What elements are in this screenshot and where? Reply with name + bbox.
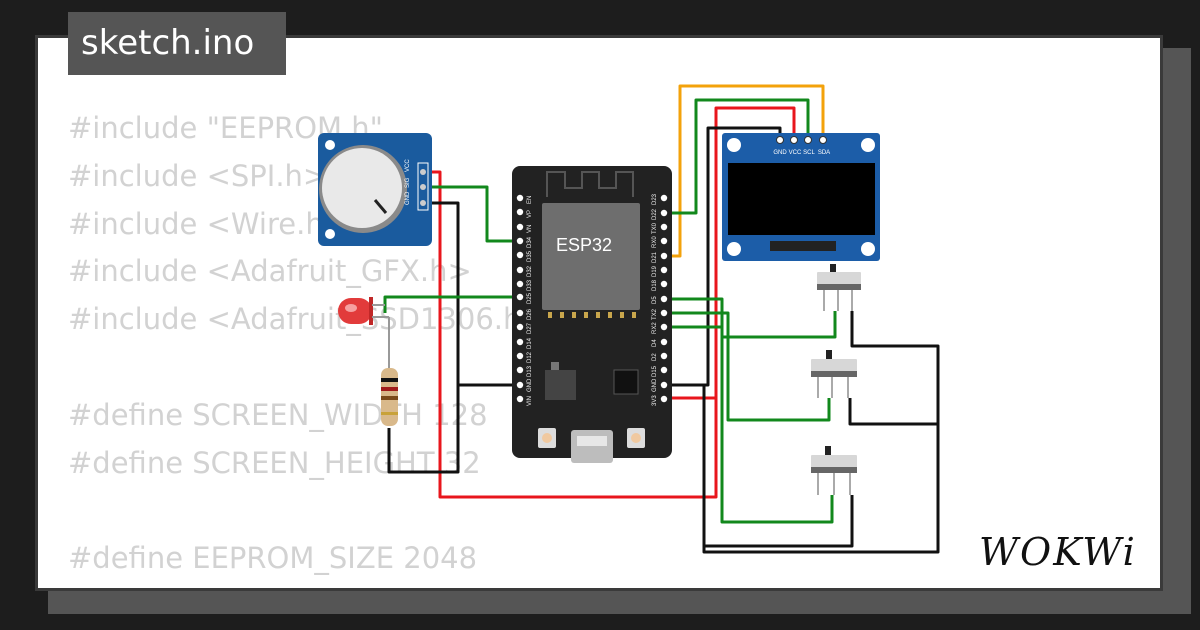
file-tab[interactable]: sketch.ino (68, 12, 286, 75)
oled-pin-label: SCL (803, 150, 815, 156)
potentiometer[interactable]: VCC SIG GND (318, 133, 432, 246)
code-line: #include <SPI.h> (68, 158, 328, 193)
wire-green-led (383, 295, 520, 313)
code-line: #define EEPROM_SIZE 2048 (68, 541, 478, 576)
wire-black-switch-gnd1 (666, 311, 940, 554)
file-tab-label: sketch.ino (81, 23, 255, 63)
wire-red-vcc (666, 106, 796, 400)
wire-orange-sda (666, 84, 825, 258)
esp32-pin-label: VN (527, 225, 533, 233)
pot-pin-label: VCC (405, 159, 411, 172)
esp32-label: ESP32 (556, 235, 612, 255)
resistor[interactable] (381, 368, 398, 426)
oled-pin-label: SDA (818, 150, 830, 156)
wokwi-logo: WOKWi (979, 530, 1137, 574)
code-line: #define SCREEN_HEIGHT 32 (68, 445, 481, 480)
pot-pin-label: SIG (405, 177, 411, 188)
esp32-pin-label: D2 (652, 353, 658, 361)
slide-switch-1[interactable] (817, 264, 861, 311)
wire-green-scl (666, 98, 810, 215)
esp32-pin-label: D19 (652, 265, 658, 277)
esp32-pin-label: D13 (527, 365, 533, 377)
wire-red-pot-vcc (429, 170, 718, 499)
wokwi-logo-text: WOKWi (979, 530, 1137, 574)
wire-black-pot-gnd (429, 201, 520, 387)
wire-green-pot-sig (429, 185, 520, 243)
wire-black-switch-gnd2 (848, 398, 938, 426)
esp32-pin-label: 3V3 (652, 395, 658, 406)
wires (383, 84, 940, 554)
esp32-board[interactable]: ESP32 (512, 166, 672, 463)
esp32-pin-label: EN (527, 196, 533, 204)
esp32-pin-label: D21 (652, 251, 658, 263)
esp32-pin-label: GND (527, 378, 533, 392)
esp32-pin-label: D4 (652, 339, 658, 347)
esp32-pin-label: D32 (527, 265, 533, 277)
wire-green-switch3 (666, 325, 834, 524)
code-background: #include "EEPROM.h" #include <SPI.h> #in… (68, 105, 546, 583)
esp32-pin-label: VP (527, 210, 533, 218)
esp32-pin-label: D18 (652, 279, 658, 291)
esp32-pin-label: D14 (527, 337, 533, 349)
esp32-pin-label: D22 (652, 208, 658, 220)
esp32-pin-label: D5 (652, 296, 658, 304)
oled-pin-label: VCC (789, 150, 802, 156)
esp32-pin-label: D23 (652, 193, 658, 205)
esp32-pin-label: D25 (527, 292, 533, 304)
esp32-pin-label: TX0 (652, 222, 658, 234)
wire-black-switch-gnd3 (704, 495, 854, 548)
code-line: #include <Adafruit_SSD1306.h> (68, 302, 546, 337)
oled-pin-label: GND (773, 150, 787, 156)
esp32-pin-label: TX2 (652, 308, 658, 320)
slide-switch-2[interactable] (811, 350, 857, 398)
esp32-pin-label: D26 (527, 308, 533, 320)
oled-display[interactable]: GND VCC SCL SDA (722, 133, 880, 261)
esp32-pin-label: RX2 (652, 322, 658, 334)
esp32-pin-label: D34 (527, 236, 533, 248)
pot-pin-label: GND (405, 191, 411, 205)
esp32-pin-label: D27 (527, 322, 533, 334)
esp32-pin-label: GND (652, 378, 658, 392)
wire-black-resistor (387, 385, 460, 474)
wire-green-switch1 (666, 297, 837, 339)
esp32-pin-label: RX0 (652, 236, 658, 248)
slide-switch-3[interactable] (811, 446, 857, 495)
red-led[interactable] (338, 297, 390, 368)
esp32-pin-label: D35 (527, 250, 533, 262)
esp32-pin-label: D15 (652, 365, 658, 377)
esp32-pin-label: D33 (527, 279, 533, 291)
esp32-pin-label: D12 (527, 351, 533, 363)
wire-green-switch2 (666, 311, 831, 422)
esp32-pin-label: VIN (527, 396, 533, 406)
code-line: #include <Adafruit_GFX.h> (68, 254, 472, 289)
